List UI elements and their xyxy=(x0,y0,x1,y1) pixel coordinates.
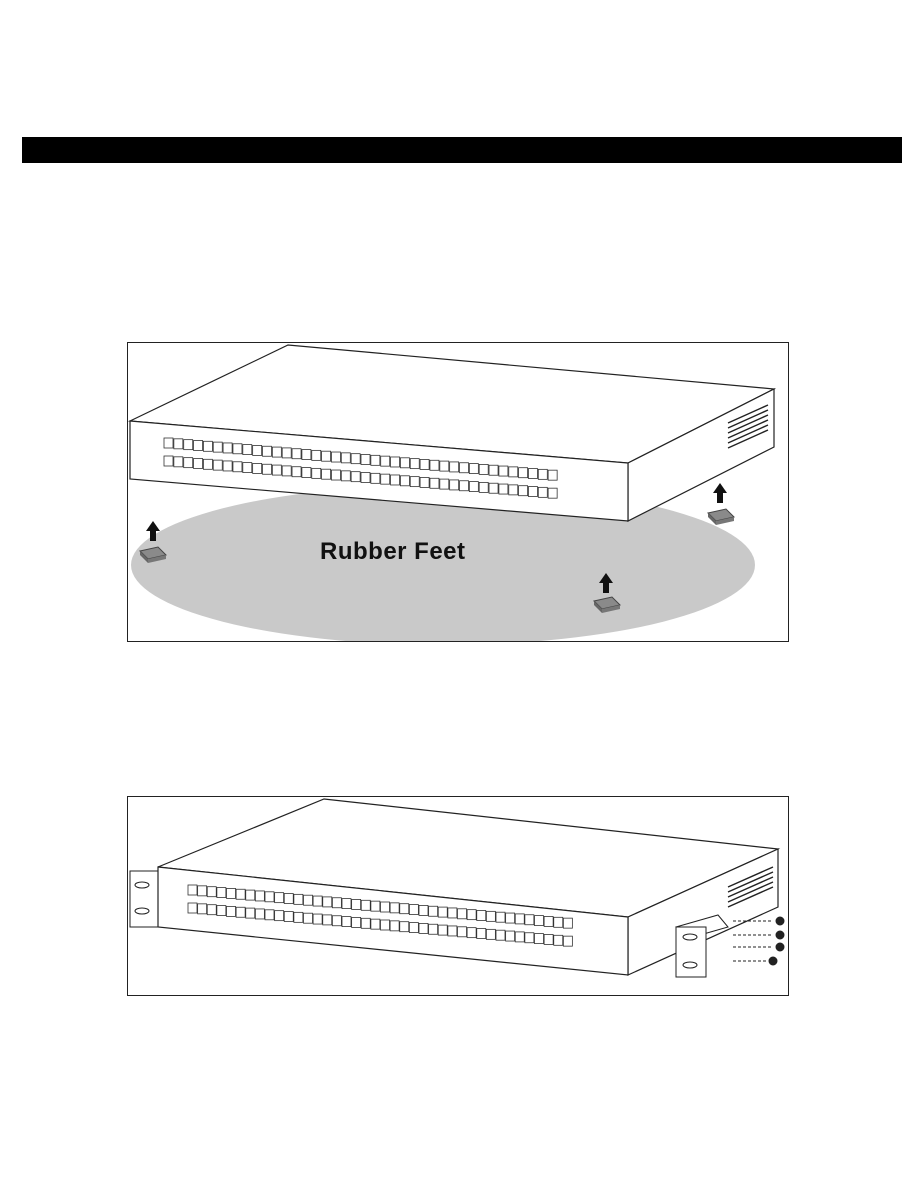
rubber-foot xyxy=(708,483,734,525)
rack-bracket-icon xyxy=(130,871,158,927)
section-header-bar xyxy=(22,137,902,163)
rubber-feet-caption: Rubber Feet xyxy=(320,538,466,565)
rack-bracket-icon xyxy=(676,915,728,977)
rack-mount-figure xyxy=(127,796,789,996)
up-arrow-icon xyxy=(713,483,727,503)
rubber-feet-figure: Rubber Feet xyxy=(127,342,789,642)
